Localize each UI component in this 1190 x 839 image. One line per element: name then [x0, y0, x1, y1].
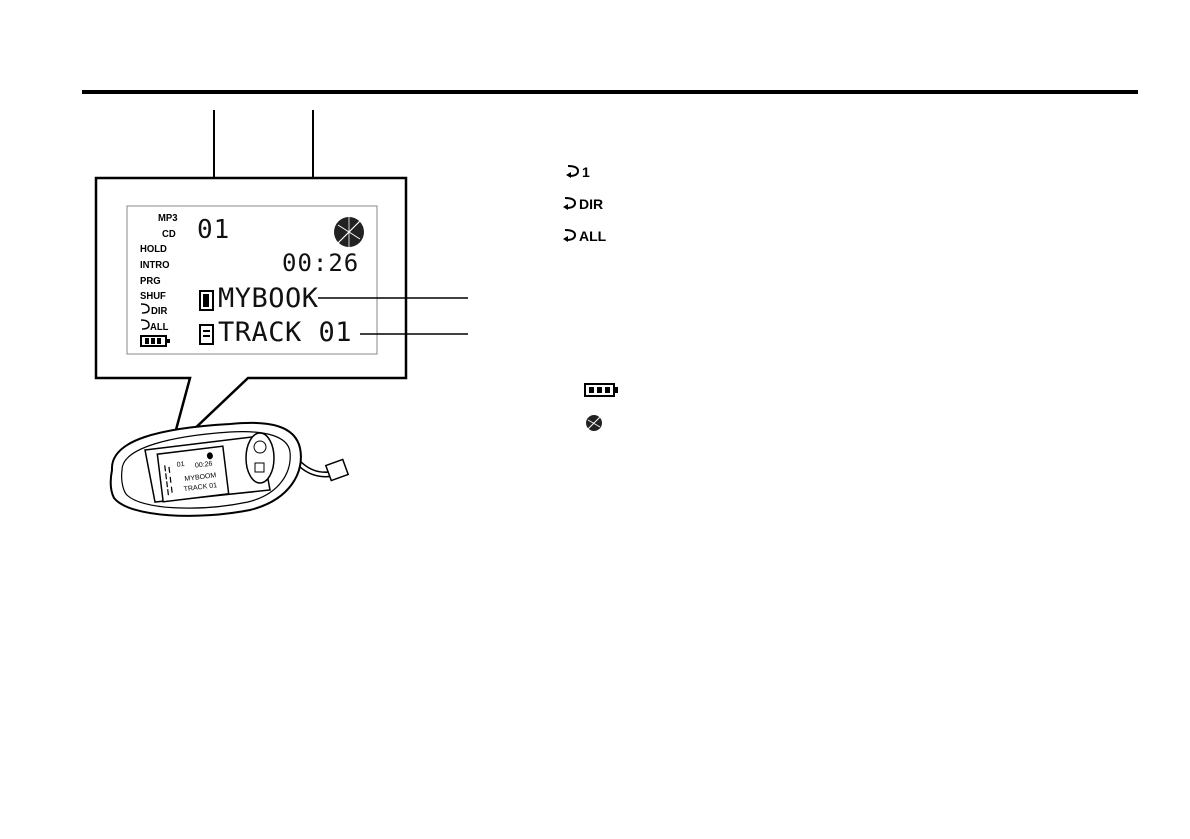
device-small-time: 00:26 [195, 461, 213, 470]
legend-repeat-one: 1 [582, 164, 590, 180]
repeat-arrow-icon [140, 303, 150, 314]
lcd-label-all: ALL [150, 322, 169, 333]
repeat-arrow-icon [563, 197, 577, 210]
lcd-label-shuf: SHUF [140, 291, 166, 302]
lcd-label-prg: PRG [140, 276, 161, 287]
battery-icon [584, 383, 618, 397]
lcd-label-intro: INTRO [140, 260, 170, 271]
disc-icon [586, 415, 602, 431]
lcd-label-mp3: MP3 [158, 213, 178, 224]
device-small-track-line: TRACK 01 [183, 482, 217, 493]
repeat-arrow-icon [140, 319, 150, 330]
repeat-arrow-icon [563, 229, 577, 242]
lcd-label-dir: DIR [151, 306, 168, 317]
callout-line-track-number [213, 110, 215, 230]
device-small-folder: MYBOOM [184, 472, 217, 483]
device-small-track: 01 [176, 461, 185, 469]
lcd-track-number: 01 [197, 215, 231, 245]
folder-icon [199, 290, 214, 311]
disc-icon [334, 217, 364, 247]
repeat-arrow-icon [566, 165, 580, 178]
battery-icon [140, 335, 170, 347]
file-icon [199, 324, 214, 345]
legend-repeat-all: ALL [579, 228, 607, 244]
lcd-elapsed-time: 00:26 [282, 249, 360, 277]
lcd-label-cd: CD [162, 229, 176, 240]
legend-repeat-dir: DIR [579, 196, 604, 212]
header-rule [82, 90, 1138, 94]
lcd-folder-name: MYBOOK [218, 283, 319, 314]
mp3-player-illustration: 01 00:26 MYBOOM TRACK 01 [109, 421, 350, 517]
disc-icon [206, 452, 213, 460]
lcd-track-line: TRACK 01 [218, 317, 353, 348]
lcd-label-hold: HOLD [140, 244, 167, 255]
